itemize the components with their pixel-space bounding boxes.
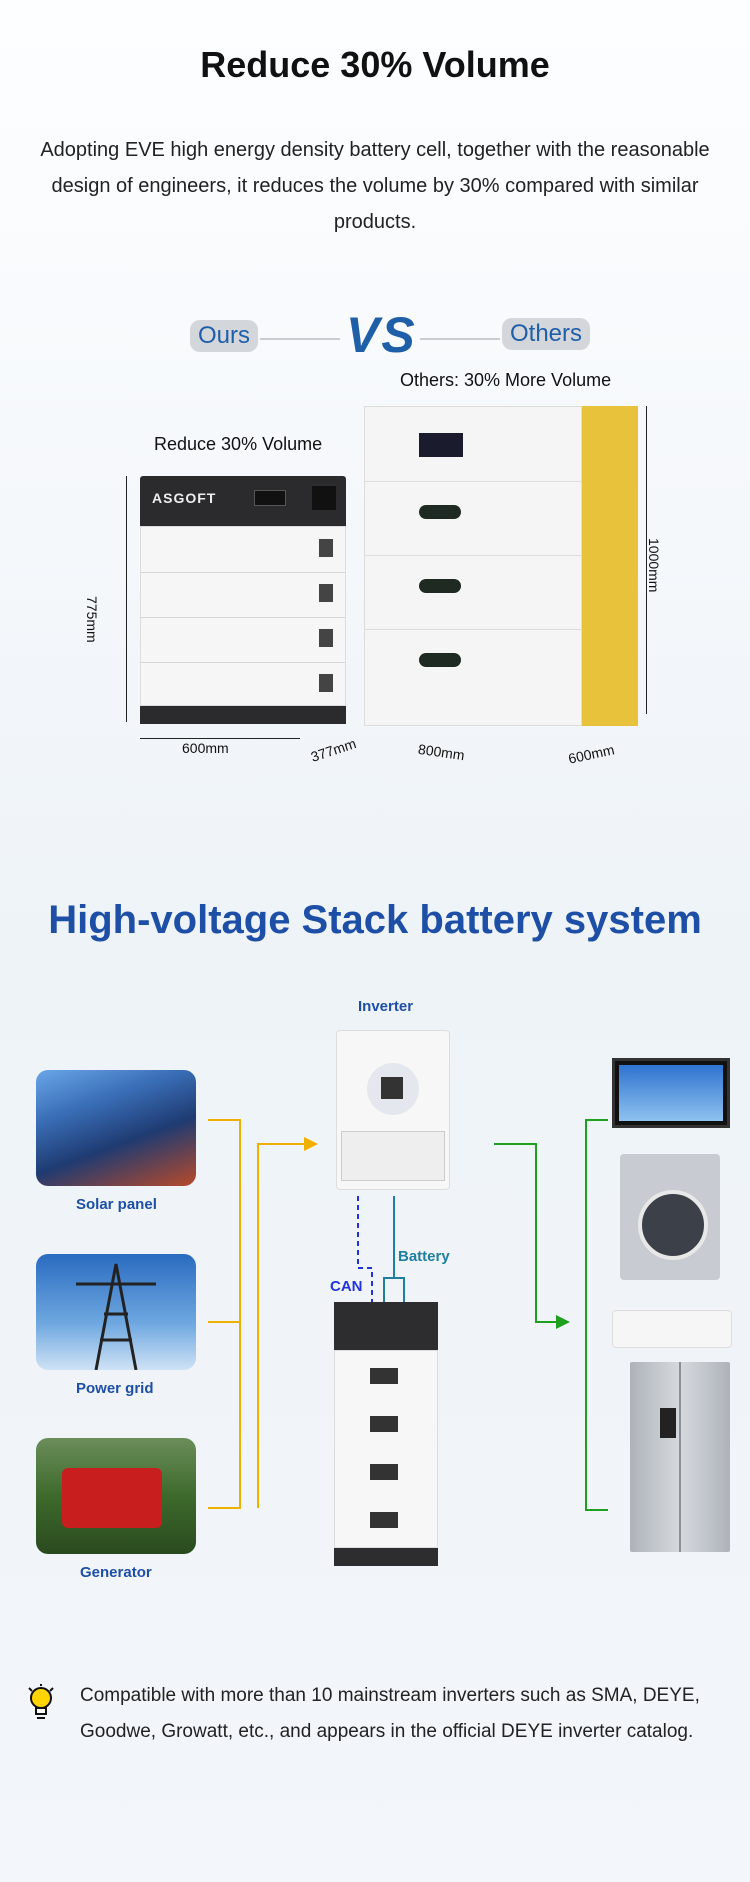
others-battery-side (582, 406, 638, 726)
others-battery-body (364, 406, 582, 726)
port-panel (312, 486, 336, 510)
others-height-line (646, 406, 647, 714)
ours-width-label: 600mm (182, 740, 229, 756)
inverter-label: Inverter (358, 998, 414, 1015)
power-grid-label: Power grid (76, 1380, 154, 1397)
others-caption: Others: 30% More Volume (400, 370, 612, 390)
battery-modules (140, 526, 346, 706)
solar-panel-image (36, 1070, 196, 1186)
battery-base (140, 706, 346, 724)
ours-width-line (140, 738, 300, 739)
vs-divider-left (260, 338, 340, 340)
power-tower-image (36, 1254, 196, 1370)
inverter-image (336, 1030, 450, 1190)
vs-divider-right (420, 338, 500, 340)
air-conditioner-icon (612, 1310, 732, 1348)
brand-logo: ASGOFT (152, 490, 217, 506)
washing-machine-icon (620, 1154, 720, 1280)
stack-battery-image (334, 1302, 438, 1566)
compatibility-note: Compatible with more than 10 mainstream … (80, 1685, 700, 1742)
display-screen (254, 490, 286, 506)
can-label: CAN (330, 1278, 363, 1295)
lightbulb-icon (26, 1684, 56, 1729)
vs-label: VS (346, 307, 417, 363)
tv-icon (612, 1058, 730, 1128)
section-title: Reduce 30% Volume (200, 44, 550, 85)
others-battery-image (364, 406, 638, 726)
ours-caption: Reduce 30% Volume (154, 434, 323, 454)
generator-label: Generator (80, 1564, 152, 1581)
system-title: High-voltage Stack battery system (48, 898, 702, 942)
battery-line-label: Battery (398, 1248, 450, 1265)
section-description: Adopting EVE high energy density battery… (40, 139, 710, 233)
refrigerator-icon (630, 1362, 730, 1552)
others-badge: Others (502, 318, 591, 350)
ours-height-line (126, 476, 127, 722)
ours-badge: Ours (190, 320, 259, 352)
battery-top-module: ASGOFT (140, 476, 346, 526)
ours-battery-image: ASGOFT (140, 476, 346, 724)
generator-image (36, 1438, 196, 1554)
solar-panel-label: Solar panel (76, 1196, 157, 1213)
